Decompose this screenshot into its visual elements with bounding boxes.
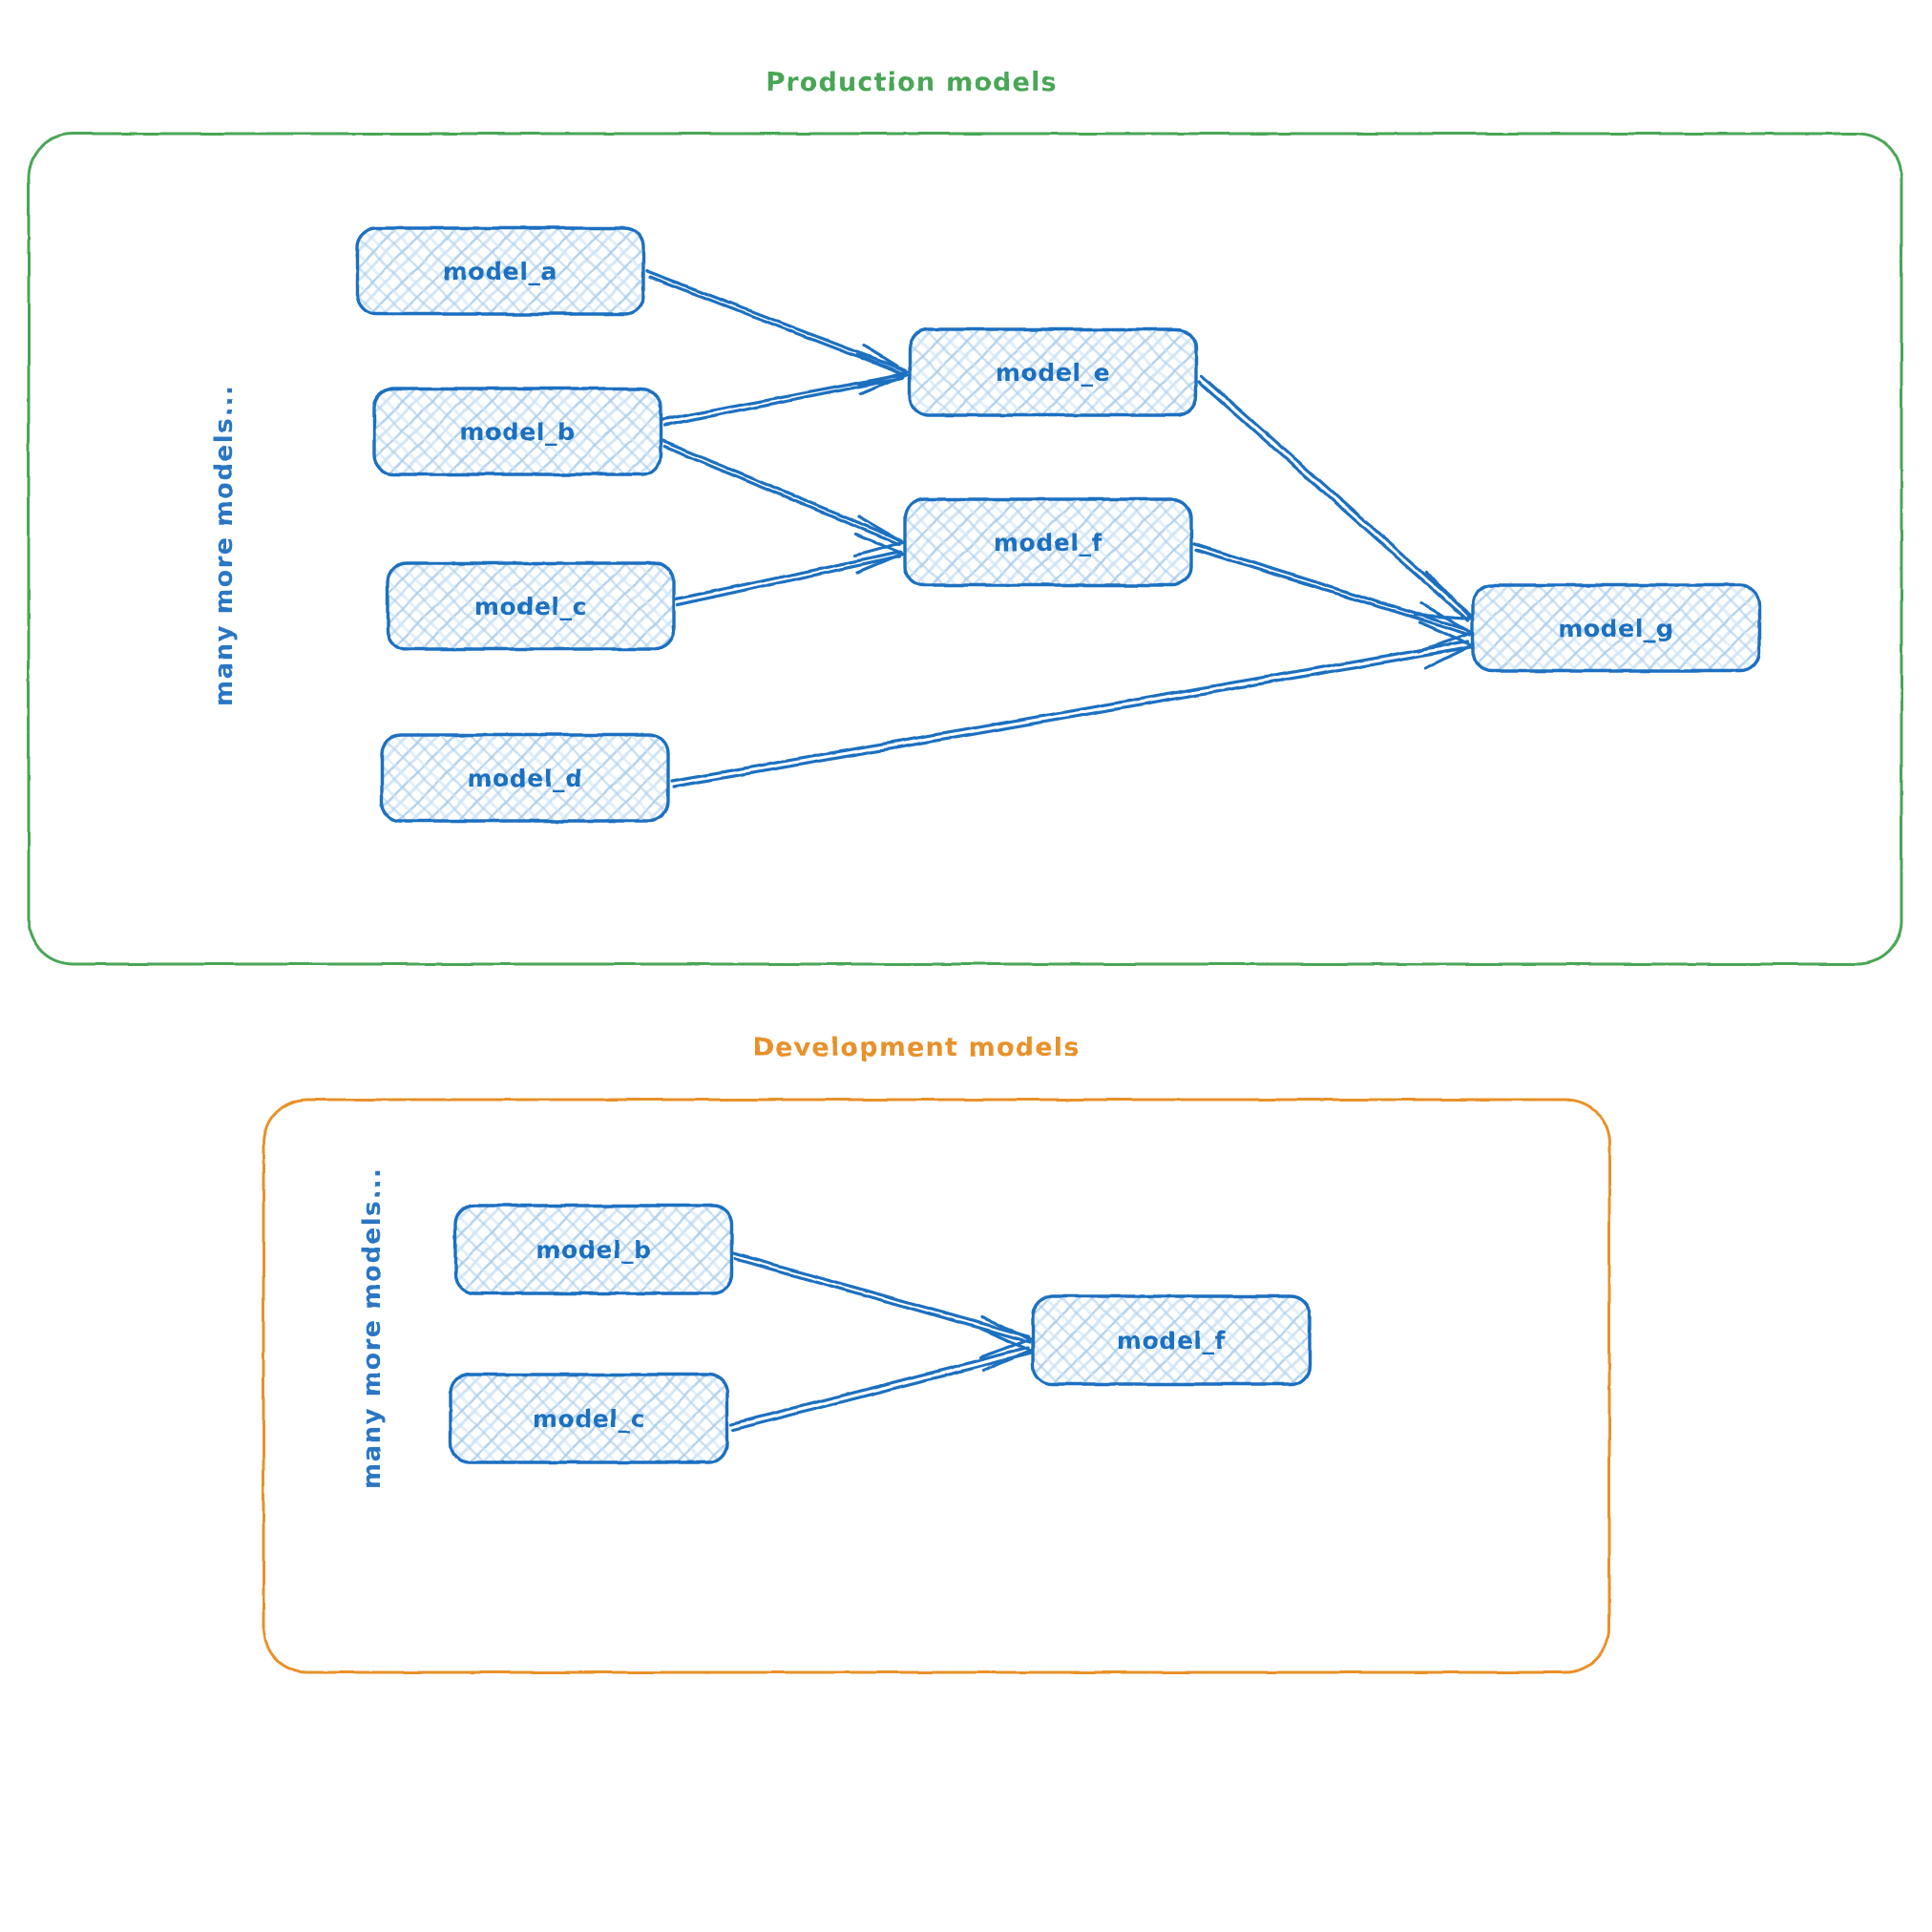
- node-label-prod-model-c: model_c: [474, 593, 587, 620]
- edge-model-c-to-model-f: [674, 533, 905, 607]
- node-label-prod-model-b: model_b: [459, 418, 575, 446]
- node-label-prod-model-d: model_d: [467, 765, 582, 792]
- node-label-prod-model-g: model_g: [1558, 615, 1673, 642]
- node-prod-model-d[interactable]: [380, 733, 670, 823]
- node-prod-model-a[interactable]: [355, 226, 645, 316]
- production-group-frame: [27, 132, 1903, 966]
- node-prod-model-g[interactable]: [1471, 583, 1761, 673]
- production-group-title: Production models: [766, 68, 1058, 97]
- node-label-prod-model-a: model_a: [443, 258, 557, 285]
- nodes-development: model_b model_c model_f: [449, 1204, 1312, 1464]
- development-side-label: many more models...: [358, 1167, 387, 1489]
- production-side-label: many more models...: [210, 385, 239, 706]
- node-dev-model-c[interactable]: [449, 1373, 729, 1464]
- edge-dev-model-b-to-model-f: [732, 1251, 1033, 1359]
- node-prod-model-b[interactable]: [372, 387, 662, 476]
- edges-development: [729, 1251, 1033, 1432]
- group-development: Development models many more models...: [262, 1033, 1611, 1674]
- node-prod-model-e[interactable]: [908, 327, 1198, 417]
- edge-model-d-to-model-d-g: [670, 620, 1474, 788]
- edge-model-e-to-model-g: [1197, 374, 1474, 622]
- node-label-dev-model-f: model_f: [1117, 1327, 1227, 1354]
- node-label-dev-model-c: model_c: [533, 1405, 645, 1433]
- edge-model-f-to-model-g: [1192, 542, 1474, 653]
- node-dev-model-f[interactable]: [1031, 1294, 1312, 1386]
- edge-model-b-to-model-f: [661, 439, 905, 557]
- edge-model-a-to-model-e: [645, 269, 909, 388]
- edge-dev-model-c-to-model-f: [729, 1327, 1033, 1432]
- edges-production: [645, 269, 1474, 788]
- group-production: Production models many more models...: [27, 68, 1903, 966]
- edge-model-b-to-model-e: [661, 353, 909, 428]
- node-prod-model-f[interactable]: [903, 497, 1193, 587]
- development-group-frame: [262, 1098, 1611, 1674]
- node-dev-model-b[interactable]: [453, 1204, 734, 1295]
- nodes-production: model_a model_b model_c model_d: [355, 226, 1761, 823]
- node-label-prod-model-e: model_e: [996, 359, 1110, 387]
- development-group-title: Development models: [753, 1033, 1081, 1062]
- node-label-prod-model-f: model_f: [994, 529, 1103, 556]
- node-label-dev-model-b: model_b: [536, 1236, 651, 1264]
- node-prod-model-c[interactable]: [386, 561, 676, 651]
